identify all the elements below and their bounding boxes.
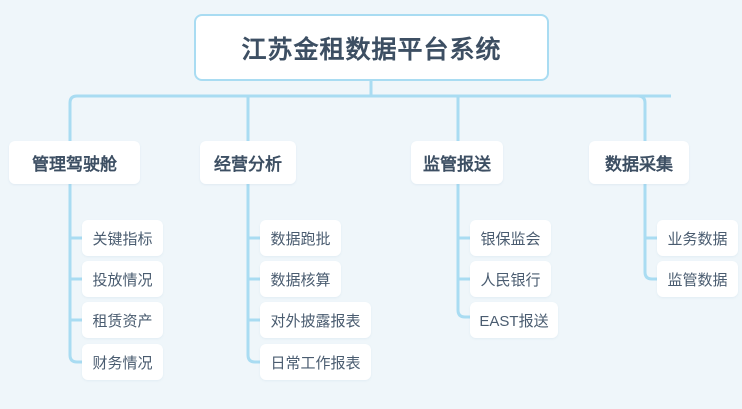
node-branch-label: 管理驾驶舱 [32,155,117,174]
node-branch-business-analysis[interactable]: 经营分析 [200,141,296,184]
node-leaf-label: 对外披露报表 [270,312,361,330]
node-leaf-label: 财务情况 [92,354,153,372]
node-leaf-regulatory-data[interactable]: 监管数据 [657,261,738,297]
node-leaf-label: 日常工作报表 [270,354,361,372]
node-branch-management-cockpit[interactable]: 管理驾驶舱 [9,141,140,184]
node-branch-label: 监管报送 [423,155,491,174]
connector-branch-3-spine [456,184,470,319]
node-leaf-label: 租赁资产 [92,312,153,330]
node-leaf-label: 数据核算 [270,271,331,289]
node-root-label: 江苏金租数据平台系统 [241,35,502,64]
connector-branch-1-drop [68,94,78,141]
node-leaf-label: 投放情况 [92,271,153,289]
node-leaf-external-disclosure-report[interactable]: 对外披露报表 [260,302,371,338]
node-branch-label: 经营分析 [214,155,282,174]
node-leaf-daily-work-report[interactable]: 日常工作报表 [260,344,371,380]
node-leaf-cbirc[interactable]: 银保监会 [470,220,551,256]
node-leaf-placement-status[interactable]: 投放情况 [82,261,163,297]
node-leaf-label: EAST报送 [479,312,549,330]
node-leaf-label: 业务数据 [667,230,728,248]
node-leaf-label: 人民银行 [480,271,541,289]
node-branch-regulatory-reporting[interactable]: 监管报送 [411,141,503,184]
connector-branch-2-spine [246,184,260,364]
node-leaf-data-accounting[interactable]: 数据核算 [260,261,341,297]
node-root[interactable]: 江苏金租数据平台系统 [194,14,549,81]
node-leaf-label: 监管数据 [667,271,728,289]
node-leaf-label: 数据跑批 [270,230,331,248]
node-branch-label: 数据采集 [605,155,673,174]
node-leaf-pboc[interactable]: 人民银行 [470,261,551,297]
connector-branch-4-drop [637,94,647,141]
node-leaf-business-data[interactable]: 业务数据 [657,220,738,256]
node-leaf-leased-assets[interactable]: 租赁资产 [82,302,163,338]
node-leaf-key-indicators[interactable]: 关键指标 [82,220,163,256]
node-leaf-data-batch-run[interactable]: 数据跑批 [260,220,341,256]
node-branch-data-collection[interactable]: 数据采集 [589,141,689,184]
node-leaf-label: 关键指标 [92,230,153,248]
node-leaf-label: 银保监会 [480,230,541,248]
node-leaf-financial-status[interactable]: 财务情况 [82,344,163,380]
connector-branch-4-spine [643,184,657,281]
node-leaf-east-reporting[interactable]: EAST报送 [470,302,558,338]
connector-branch-1-spine [68,184,82,364]
